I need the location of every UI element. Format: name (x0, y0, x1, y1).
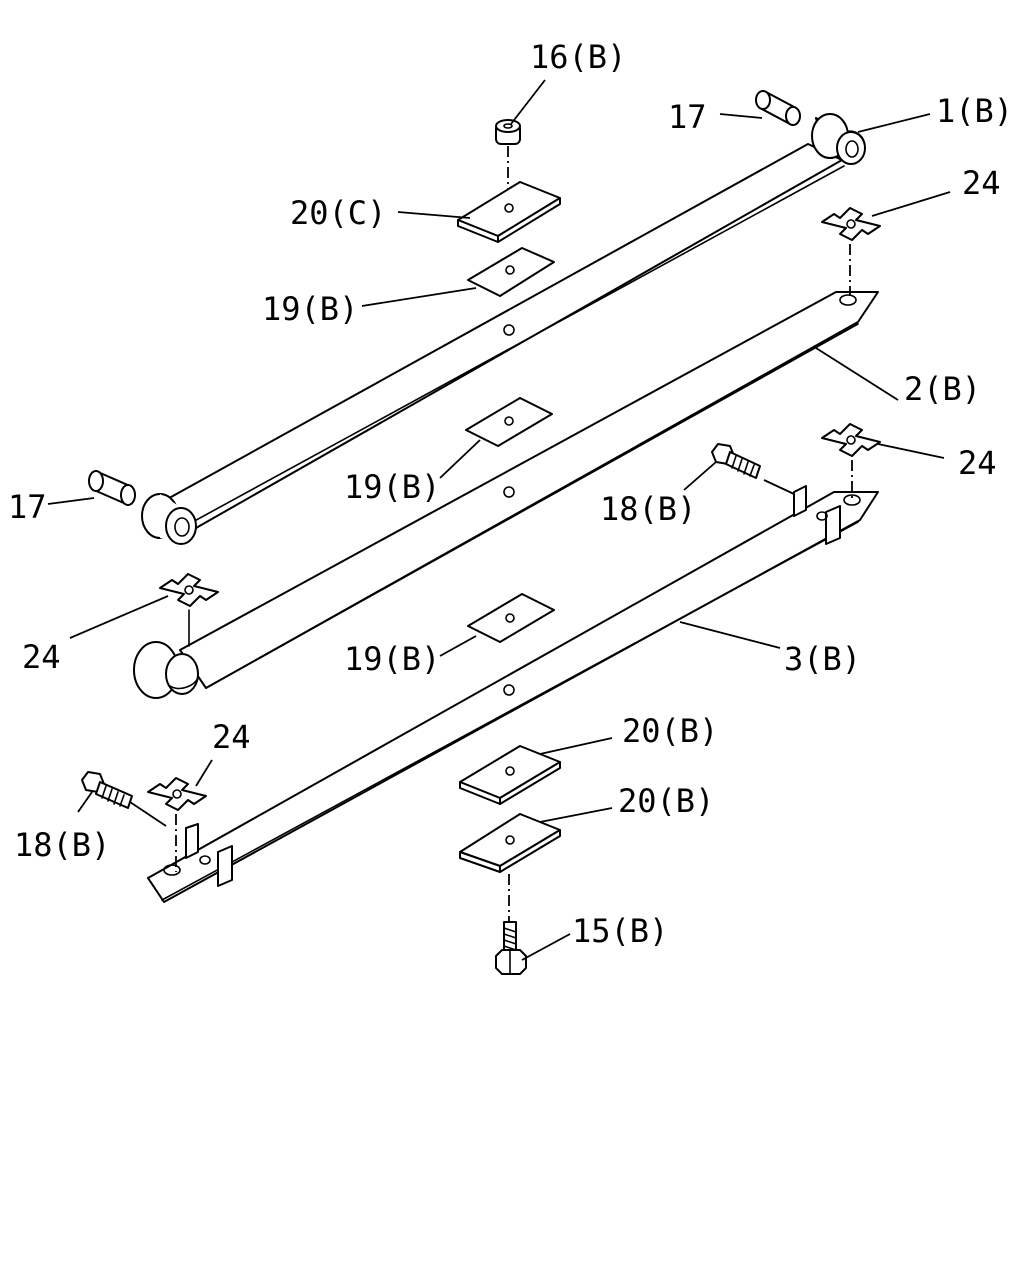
leaf-clip-right (793, 485, 841, 545)
second-leaf-2b (133, 291, 879, 699)
label-19b-middle: 19(B) (344, 468, 440, 506)
label-18b-left: 18(B) (14, 826, 110, 864)
spring-clip-24-bottom-left (147, 777, 207, 811)
bushing-pin-17-left (88, 470, 136, 506)
label-17-top: 17 (668, 98, 707, 136)
label-16b: 16(B) (530, 38, 626, 76)
second-leaf-eye (133, 641, 199, 699)
spring-clip-24-top-right (821, 207, 881, 241)
label-18b-right: 18(B) (600, 490, 696, 528)
bolt-18b-right (711, 443, 761, 479)
bushing-pin-17-top (755, 90, 801, 126)
label-24-bottom-left: 24 (212, 718, 251, 756)
pad-19b-3 (467, 593, 555, 643)
plate-20c (457, 181, 561, 243)
label-15b: 15(B) (572, 912, 668, 950)
label-17-left: 17 (8, 488, 47, 526)
label-24-top-right: 24 (962, 164, 1001, 202)
main-leaf-1b (141, 113, 866, 545)
label-20b-upper: 20(B) (622, 712, 718, 750)
label-3b: 3(B) (784, 640, 861, 678)
main-leaf-right-eye (811, 113, 866, 165)
label-19b-lower: 19(B) (344, 640, 440, 678)
label-19b-upper: 19(B) (262, 290, 358, 328)
spring-clip-24-left (159, 573, 219, 607)
label-20c: 20(C) (290, 194, 386, 232)
label-24-left: 24 (22, 638, 61, 676)
third-leaf-3b (147, 485, 879, 903)
label-2b: 2(B) (904, 370, 981, 408)
bolt-18b-left (81, 771, 133, 809)
pad-19b-2 (465, 397, 553, 447)
nut-16b (495, 119, 521, 145)
bolt-15b (495, 921, 527, 975)
leaf-clip-left (185, 823, 233, 887)
plate-20b-1 (459, 745, 561, 805)
main-leaf-left-eye (141, 493, 197, 545)
label-1b: 1(B) (936, 92, 1013, 130)
label-24-mid-right: 24 (958, 444, 997, 482)
spring-clip-24-mid-right (821, 423, 881, 457)
plate-20b-2 (459, 813, 561, 873)
label-20b-lower: 20(B) (618, 782, 714, 820)
leader-lines (47, 79, 951, 961)
pad-19b-1 (467, 247, 555, 297)
